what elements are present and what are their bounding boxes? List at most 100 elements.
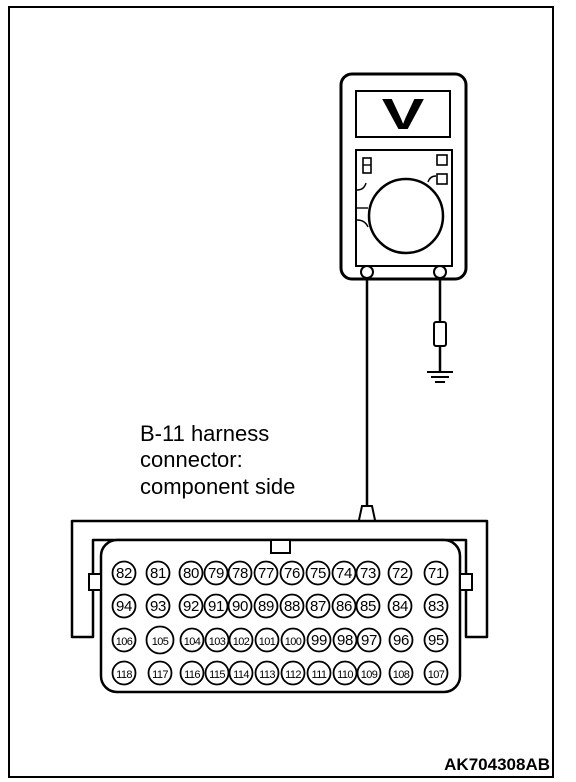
connector-pin-label: 84 <box>392 598 408 615</box>
connector-pin <box>179 660 205 686</box>
connector-pin <box>227 593 253 619</box>
connector-side-key <box>88 573 102 591</box>
connector-pin <box>356 660 382 686</box>
voltmeter: V <box>339 72 468 281</box>
connector-outer-shell <box>70 519 489 639</box>
connector-pin-label: 115 <box>209 669 225 681</box>
connector-pin <box>145 560 171 586</box>
connector-pin <box>227 560 253 586</box>
connector-pin <box>387 593 413 619</box>
connector-pin <box>145 625 175 655</box>
connector-pin-label: 92 <box>183 598 199 615</box>
selector-dial-icon <box>367 177 445 255</box>
connector-pin <box>204 660 230 686</box>
connector-pin-label: 94 <box>116 598 132 615</box>
connector-pin <box>279 560 305 586</box>
connector-pin <box>178 560 204 586</box>
connector-pin-label: 85 <box>360 598 376 615</box>
connector-pin-label: 113 <box>259 669 275 681</box>
connector-lock-tab <box>270 539 291 554</box>
connector-pin <box>305 560 331 586</box>
connector-pin-label: 101 <box>259 636 276 648</box>
voltmeter-display-symbol: V <box>382 89 425 139</box>
connector-pin-label: 98 <box>337 632 353 649</box>
connector-label: B-11 harness connector: component side <box>140 421 295 499</box>
connector-pin <box>331 560 357 586</box>
connector-pin <box>204 627 230 653</box>
connector-pin <box>305 593 331 619</box>
connector-pin <box>279 593 305 619</box>
connector-pin-label: 106 <box>116 636 133 648</box>
connector-pin-label: 89 <box>258 598 274 615</box>
meter-button-icon <box>436 173 448 185</box>
meter-button-icon <box>436 154 448 166</box>
connector-pin-label: 74 <box>336 565 352 582</box>
connector-pin <box>387 560 413 586</box>
ground-lead <box>427 278 453 383</box>
connector-pin <box>228 660 254 686</box>
connector-pin <box>145 593 171 619</box>
connector-pin <box>111 593 137 619</box>
connector-pin <box>203 593 229 619</box>
connector-pin <box>111 660 137 686</box>
connector-side-key <box>459 573 473 591</box>
connector-pin-label: 90 <box>232 598 248 615</box>
connector-label-line: component side <box>140 474 295 499</box>
connector-pin-label: 109 <box>361 669 378 681</box>
connector-pin-label: 73 <box>360 565 376 582</box>
probe-jack-v <box>433 265 447 279</box>
connector-label-line: B-11 harness <box>140 421 269 446</box>
connector-pin-label: 103 <box>209 636 226 648</box>
voltmeter-display <box>355 90 451 138</box>
connector-pin-label: 91 <box>208 598 224 615</box>
connector-pin-label: 87 <box>310 598 326 615</box>
connector-pin <box>423 560 449 586</box>
outer-frame <box>8 6 554 778</box>
connector-pin <box>253 560 279 586</box>
connector-pin-label: 108 <box>393 669 410 681</box>
connector-pin-label: 114 <box>233 669 249 681</box>
connector-pin-label: 97 <box>361 632 377 649</box>
connector-pin <box>423 627 449 653</box>
connector-pin <box>331 593 357 619</box>
connector-pin-label: 88 <box>284 598 300 615</box>
connector-pin-label: 79 <box>208 565 224 582</box>
connector-pin-label: 82 <box>116 565 132 582</box>
connector-pin-label: 86 <box>336 598 352 615</box>
connector-label-line: connector: <box>140 447 243 472</box>
connector-pin <box>306 660 332 686</box>
connector-pin <box>332 660 358 686</box>
connector-pin <box>228 627 254 653</box>
connector-pin-label: 102 <box>233 636 250 648</box>
connector-pin <box>355 593 381 619</box>
connector-pin <box>254 660 280 686</box>
connector-pin-label: 111 <box>312 669 327 681</box>
connector-pin-label: 100 <box>285 636 302 648</box>
connector-pin <box>306 627 332 653</box>
connector-pin <box>111 560 137 586</box>
figure-code: AK704308AB <box>444 755 550 774</box>
connector-pin <box>179 627 205 653</box>
connector-pin-label: 77 <box>258 565 274 582</box>
connector-pin-label: 83 <box>428 598 444 615</box>
connector-pin <box>147 660 173 686</box>
connector-pin-label: 93 <box>150 598 166 615</box>
connector-pin <box>280 660 306 686</box>
connector-pin-label: 80 <box>183 565 199 582</box>
connector-pin <box>280 627 306 653</box>
connector-pin-label: 110 <box>337 669 353 681</box>
probe-jack-com <box>360 265 374 279</box>
connector-pin <box>203 560 229 586</box>
connector-pin-label: 95 <box>428 632 444 649</box>
connector-pin-label: 117 <box>152 669 168 681</box>
ground-clip-icon <box>433 321 447 347</box>
connector-pin <box>388 627 414 653</box>
connector-pin <box>178 593 204 619</box>
connector-pin <box>388 660 414 686</box>
connector-pin-label: 96 <box>393 632 409 649</box>
connector-pin <box>253 593 279 619</box>
connector-pin-label: 72 <box>392 565 408 582</box>
